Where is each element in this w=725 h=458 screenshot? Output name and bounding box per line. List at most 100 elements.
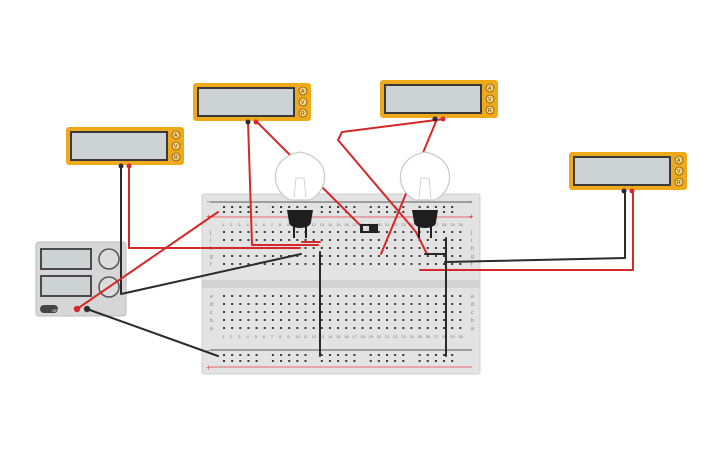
terminal-hole[interactable] bbox=[451, 295, 454, 297]
rail-hole[interactable] bbox=[247, 206, 250, 208]
terminal-hole[interactable] bbox=[328, 247, 331, 249]
terminal-hole[interactable] bbox=[337, 247, 340, 249]
terminal-hole[interactable] bbox=[328, 239, 331, 241]
rail-hole[interactable] bbox=[353, 360, 356, 362]
terminal-hole[interactable] bbox=[451, 319, 454, 321]
terminal-hole[interactable] bbox=[418, 319, 421, 321]
terminal-hole[interactable] bbox=[280, 255, 283, 257]
terminal-hole[interactable] bbox=[320, 295, 323, 297]
terminal-hole[interactable] bbox=[223, 327, 225, 329]
terminal-hole[interactable] bbox=[320, 319, 323, 321]
terminal-hole[interactable] bbox=[328, 263, 331, 265]
terminal-hole[interactable] bbox=[377, 239, 380, 241]
terminal-hole[interactable] bbox=[369, 255, 372, 257]
terminal-hole[interactable] bbox=[296, 295, 299, 297]
wire-supply-positive[interactable] bbox=[76, 211, 219, 310]
rail-hole[interactable] bbox=[280, 360, 283, 362]
terminal-hole[interactable] bbox=[426, 319, 429, 321]
terminal-hole[interactable] bbox=[263, 239, 266, 241]
terminal-hole[interactable] bbox=[386, 263, 388, 265]
terminal-hole[interactable] bbox=[361, 303, 364, 305]
terminal-hole[interactable] bbox=[369, 295, 372, 297]
wire-supply-negative[interactable] bbox=[86, 308, 219, 357]
terminal-hole[interactable] bbox=[459, 263, 462, 265]
terminal-hole[interactable] bbox=[223, 311, 225, 313]
terminal-hole[interactable] bbox=[312, 303, 315, 305]
terminal-hole[interactable] bbox=[239, 295, 242, 297]
terminal-hole[interactable] bbox=[288, 263, 291, 265]
rail-hole[interactable] bbox=[239, 206, 242, 208]
terminal-hole[interactable] bbox=[369, 263, 372, 265]
terminal-hole[interactable] bbox=[263, 303, 266, 305]
terminal-hole[interactable] bbox=[410, 311, 413, 313]
terminal-hole[interactable] bbox=[410, 295, 413, 297]
terminal-hole[interactable] bbox=[255, 295, 258, 297]
terminal-hole[interactable] bbox=[239, 263, 242, 265]
mode-button-v[interactable]: V bbox=[674, 166, 684, 176]
rail-hole[interactable] bbox=[443, 206, 446, 208]
terminal-hole[interactable] bbox=[239, 327, 242, 329]
terminal-hole[interactable] bbox=[271, 231, 274, 233]
terminal-hole[interactable] bbox=[271, 319, 274, 321]
terminal-hole[interactable] bbox=[288, 311, 291, 313]
rail-hole[interactable] bbox=[402, 206, 405, 208]
terminal-hole[interactable] bbox=[239, 231, 242, 233]
rail-hole[interactable] bbox=[288, 206, 291, 208]
terminal-hole[interactable] bbox=[426, 239, 429, 241]
rail-hole[interactable] bbox=[247, 354, 250, 356]
terminal-hole[interactable] bbox=[443, 255, 446, 257]
terminal-hole[interactable] bbox=[353, 327, 356, 329]
terminal-hole[interactable] bbox=[443, 303, 446, 305]
terminal-hole[interactable] bbox=[386, 303, 388, 305]
light-bulb-1[interactable] bbox=[274, 151, 326, 238]
terminal-hole[interactable] bbox=[271, 255, 274, 257]
rail-hole[interactable] bbox=[337, 206, 340, 208]
terminal-hole[interactable] bbox=[451, 247, 454, 249]
rail-hole[interactable] bbox=[386, 360, 388, 362]
terminal-hole[interactable] bbox=[255, 255, 258, 257]
terminal-hole[interactable] bbox=[304, 239, 307, 241]
terminal-hole[interactable] bbox=[402, 303, 405, 305]
terminal-hole[interactable] bbox=[345, 255, 348, 257]
rail-hole[interactable] bbox=[345, 206, 348, 208]
terminal-hole[interactable] bbox=[263, 295, 266, 297]
terminal-hole[interactable] bbox=[271, 295, 274, 297]
terminal-hole[interactable] bbox=[304, 263, 307, 265]
multimeter-3[interactable]: AVR bbox=[380, 80, 498, 122]
rail-hole[interactable] bbox=[434, 206, 437, 208]
rail-hole[interactable] bbox=[337, 211, 340, 213]
rail-hole[interactable] bbox=[239, 211, 242, 213]
rail-hole[interactable] bbox=[296, 206, 299, 208]
terminal-hole[interactable] bbox=[328, 327, 331, 329]
terminal-hole[interactable] bbox=[239, 239, 242, 241]
rail-hole[interactable] bbox=[377, 206, 380, 208]
rail-hole[interactable] bbox=[231, 211, 234, 213]
rail-hole[interactable] bbox=[386, 211, 388, 213]
terminal-hole[interactable] bbox=[296, 231, 299, 233]
power-supply[interactable]: OFF bbox=[35, 241, 127, 317]
terminal-hole[interactable] bbox=[337, 311, 340, 313]
rail-hole[interactable] bbox=[337, 354, 340, 356]
terminal-hole[interactable] bbox=[377, 247, 380, 249]
terminal-hole[interactable] bbox=[296, 311, 299, 313]
terminal-hole[interactable] bbox=[426, 327, 429, 329]
terminal-hole[interactable] bbox=[247, 303, 250, 305]
rail-hole[interactable] bbox=[434, 354, 437, 356]
probe-terminal-red[interactable] bbox=[440, 116, 446, 122]
terminal-hole[interactable] bbox=[231, 255, 234, 257]
terminal-hole[interactable] bbox=[280, 311, 283, 313]
terminal-hole[interactable] bbox=[304, 295, 307, 297]
terminal-hole[interactable] bbox=[451, 311, 454, 313]
terminal-hole[interactable] bbox=[459, 327, 462, 329]
terminal-hole[interactable] bbox=[320, 247, 323, 249]
terminal-hole[interactable] bbox=[377, 255, 380, 257]
rail-hole[interactable] bbox=[386, 206, 388, 208]
terminal-hole[interactable] bbox=[223, 239, 225, 241]
terminal-hole[interactable] bbox=[263, 319, 266, 321]
terminal-hole[interactable] bbox=[263, 263, 266, 265]
terminal-hole[interactable] bbox=[369, 247, 372, 249]
terminal-hole[interactable] bbox=[443, 319, 446, 321]
terminal-hole[interactable] bbox=[271, 239, 274, 241]
